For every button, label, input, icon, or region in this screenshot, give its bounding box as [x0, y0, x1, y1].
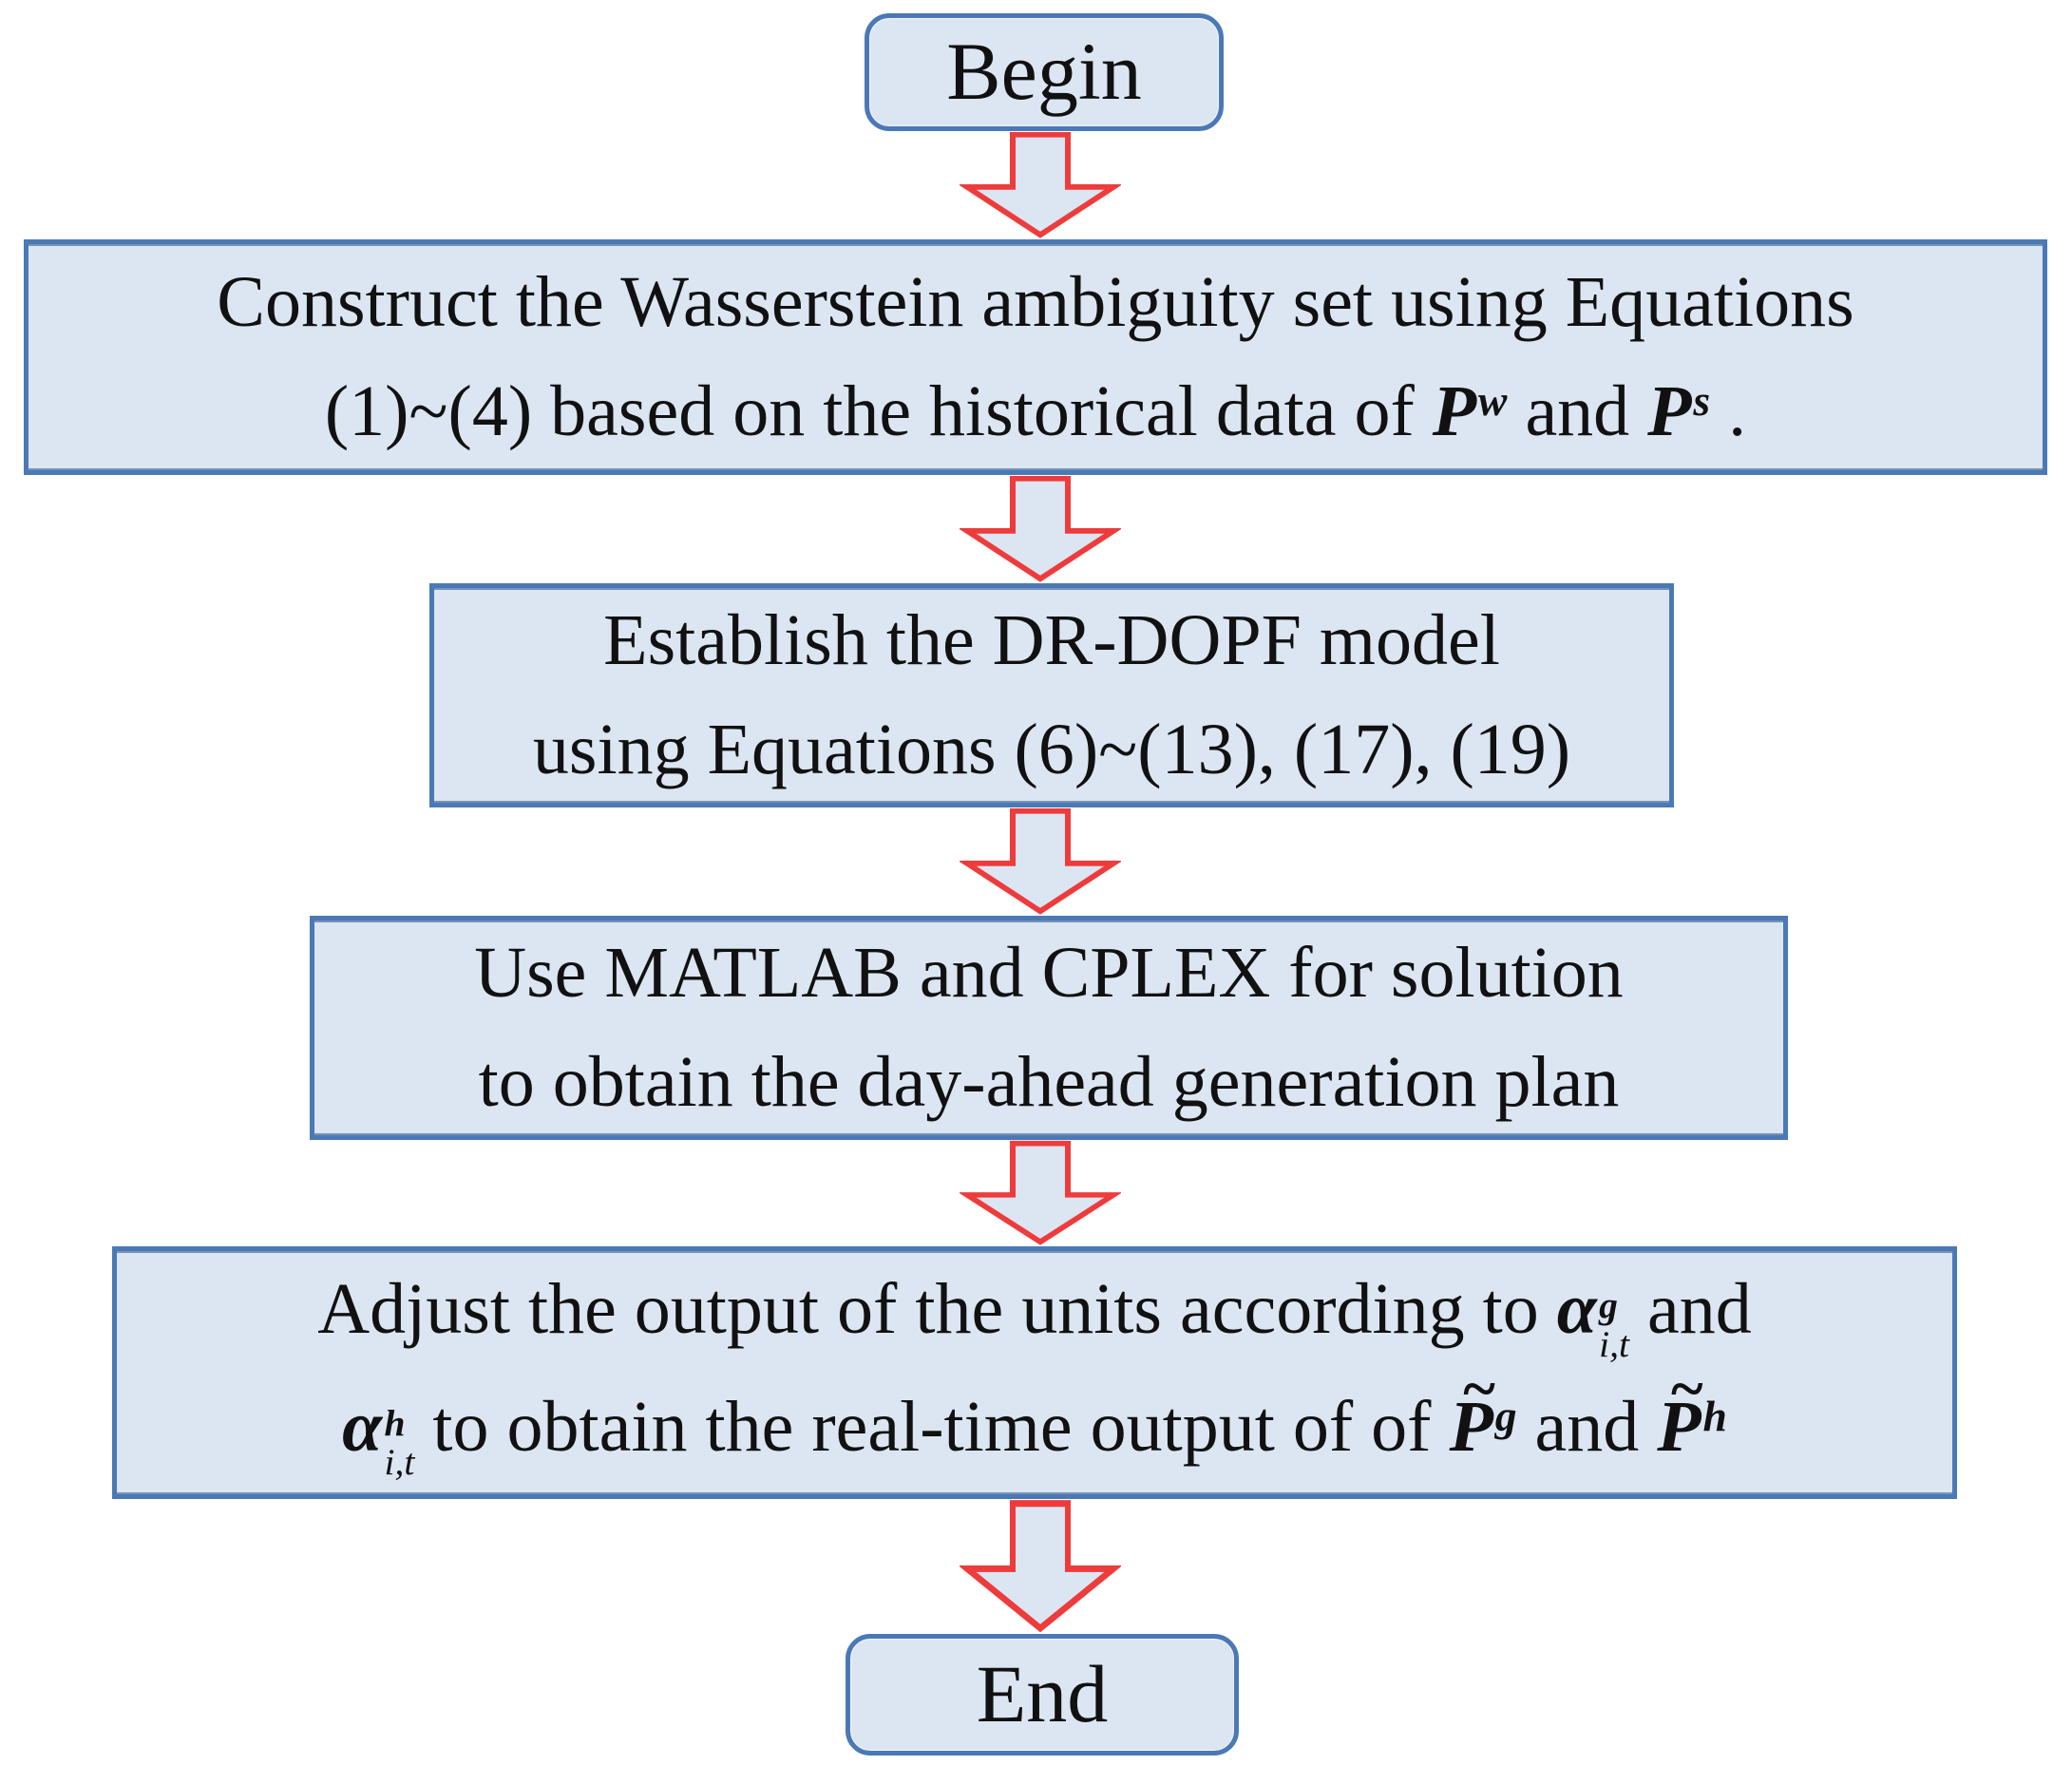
- node-step-4: Adjust the output of the units according…: [112, 1246, 1957, 1499]
- math-symbol: Ps: [1647, 371, 1711, 451]
- node-step-2: Establish the DR-DOPF model using Equatio…: [429, 583, 1674, 807]
- node-label: End: [976, 1648, 1109, 1740]
- down-arrow-icon: [960, 807, 1121, 915]
- node-line: Use MATLAB and CPLEX for solution: [474, 933, 1624, 1013]
- node-line: (1)~(4) based on the historical data of …: [324, 371, 1747, 451]
- node-line: using Equations (6)~(13), (17), (19): [532, 710, 1571, 789]
- node-line: Construct the Wasserstein ambiguity set …: [217, 262, 1854, 342]
- node-line: to obtain the day-ahead generation plan: [478, 1042, 1620, 1122]
- math-symbol: P~h: [1657, 1354, 1727, 1467]
- node-line: Establish the DR-DOPF model: [603, 600, 1500, 680]
- down-arrow-icon: [960, 475, 1121, 582]
- node-end: End: [846, 1634, 1239, 1756]
- node-line: Adjust the output of the units according…: [317, 1269, 1752, 1365]
- down-arrow-icon: [960, 1500, 1121, 1633]
- node-step-1: Construct the Wasserstein ambiguity set …: [24, 239, 2047, 475]
- down-arrow-icon: [960, 1140, 1121, 1245]
- node-begin: Begin: [865, 13, 1224, 131]
- math-symbol: Pw: [1432, 371, 1508, 451]
- node-label: Begin: [946, 26, 1142, 118]
- math-symbol: P~g: [1449, 1354, 1517, 1467]
- node-step-3: Use MATLAB and CPLEX for solution to obta…: [310, 916, 1788, 1140]
- down-arrow-icon: [960, 131, 1121, 238]
